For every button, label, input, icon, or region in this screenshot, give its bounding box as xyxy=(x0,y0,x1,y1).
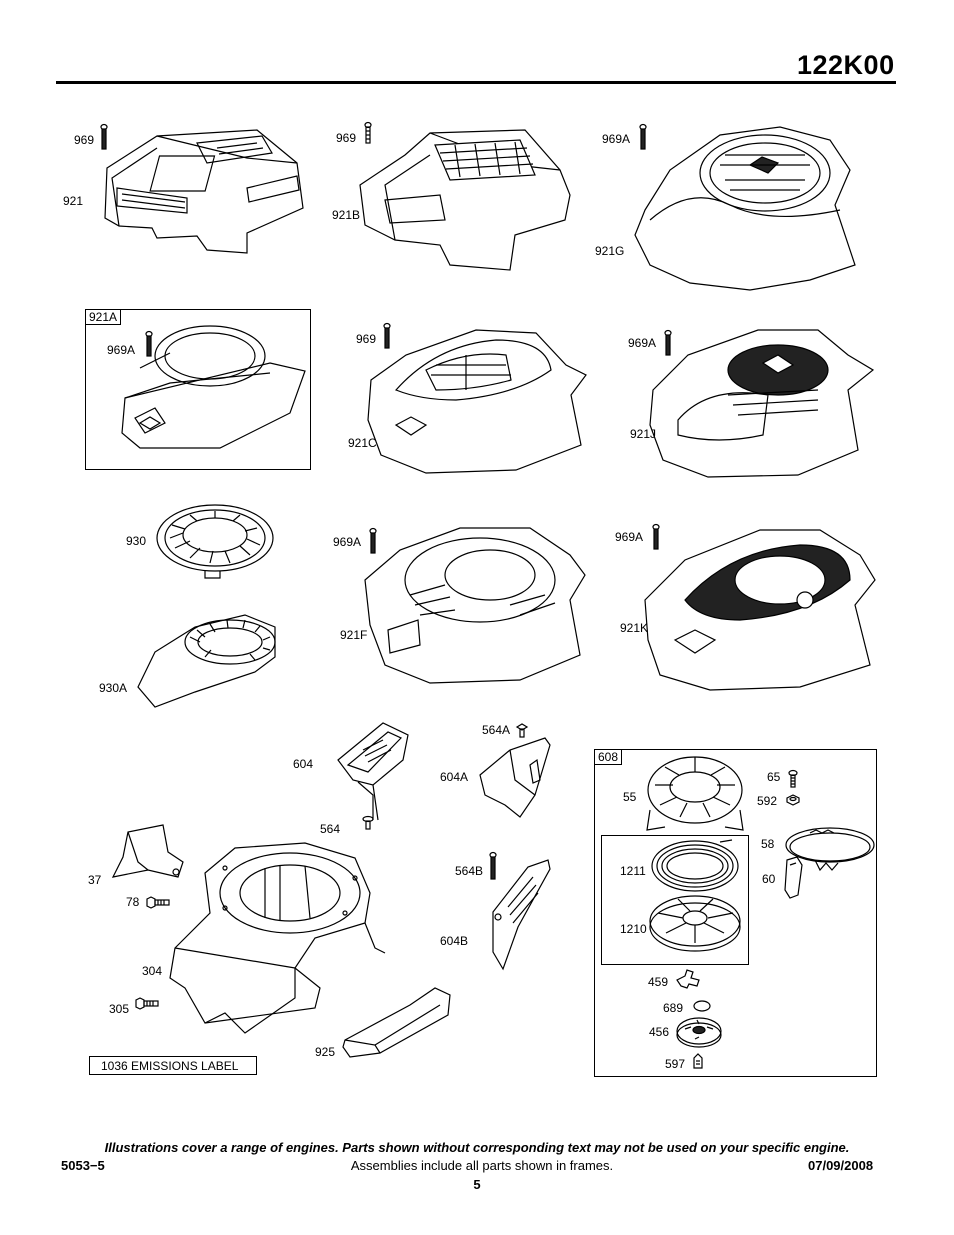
label-969: 969 xyxy=(336,131,357,145)
screw-564-illustration xyxy=(362,815,374,830)
frame-pulley-spring xyxy=(601,835,749,965)
label-930A: 930A xyxy=(99,681,128,695)
label-921C: 921C xyxy=(348,436,377,450)
label-921: 921 xyxy=(63,194,84,208)
bolt-969-illustration xyxy=(383,322,391,349)
spring-689-illustration xyxy=(693,1000,711,1012)
spring-1211-illustration xyxy=(651,839,739,892)
blower-housing-304-illustration xyxy=(169,842,386,1034)
rotating-screen-930A-illustration xyxy=(137,614,276,708)
label-604: 604 xyxy=(293,757,314,771)
label-969: 969 xyxy=(356,332,377,346)
disclaimer-note: Illustrations cover a range of engines. … xyxy=(104,1140,850,1155)
screw-597-illustration xyxy=(693,1053,703,1069)
label-969A: 969A xyxy=(602,132,631,146)
emissions-label-box xyxy=(89,1056,257,1075)
label-921K: 921K xyxy=(620,621,649,635)
assemblies-note: Assemblies include all parts shown in fr… xyxy=(350,1158,614,1173)
screw-65-illustration xyxy=(788,769,798,788)
frame-tag-921A: 921A xyxy=(85,309,121,325)
frame-921A xyxy=(85,309,311,470)
screw-305-illustration xyxy=(135,997,159,1010)
label-592: 592 xyxy=(757,794,778,808)
blower-cover-921J-illustration xyxy=(649,329,875,478)
handle-60-illustration xyxy=(784,856,803,899)
label-456: 456 xyxy=(649,1025,670,1039)
nut-592-illustration xyxy=(786,794,800,806)
starter-housing-55-illustration xyxy=(646,756,744,831)
label-564: 564 xyxy=(320,822,341,836)
label-969A: 969A xyxy=(615,530,644,544)
label-1210: 1210 xyxy=(620,922,647,936)
frame-tag-608: 608 xyxy=(594,749,622,765)
screw-564A-illustration xyxy=(515,723,529,738)
bolt-969A-illustration xyxy=(369,527,377,554)
label-925: 925 xyxy=(315,1045,336,1059)
pulley-1210-illustration xyxy=(649,895,741,952)
blower-cover-921C-illustration xyxy=(367,329,587,474)
label-305: 305 xyxy=(109,1002,130,1016)
label-564A: 564A xyxy=(482,723,511,737)
blower-cover-921A-illustration xyxy=(121,325,306,449)
blower-cover-921G-illustration xyxy=(634,126,856,291)
label-65: 65 xyxy=(767,770,781,784)
screw-564B-illustration xyxy=(489,851,497,880)
rotating-screen-930-illustration xyxy=(156,504,274,579)
guard-604B-illustration xyxy=(492,859,551,971)
blower-cover-921B-illustration xyxy=(359,129,571,271)
label-604A: 604A xyxy=(440,770,469,784)
rope-58-illustration xyxy=(785,827,875,872)
blower-cover-921K-illustration xyxy=(644,529,876,691)
bolt-969-illustration xyxy=(364,121,372,144)
label-597: 597 xyxy=(665,1057,686,1071)
label-564B: 564B xyxy=(455,864,484,878)
pawl-459-illustration xyxy=(676,969,700,989)
label-459: 459 xyxy=(648,975,669,989)
emissions-label-text: 1036 EMISSIONS LABEL xyxy=(101,1059,239,1073)
bolt-969A-illustration xyxy=(145,330,153,357)
label-60: 60 xyxy=(762,872,776,886)
label-55: 55 xyxy=(623,790,637,804)
label-921F: 921F xyxy=(340,628,368,642)
bolt-969A-illustration xyxy=(639,123,647,150)
bolt-969-illustration xyxy=(100,123,108,150)
bolt-969A-illustration xyxy=(652,523,660,550)
label-304: 304 xyxy=(142,964,163,978)
guard-604A-illustration xyxy=(479,737,551,818)
revision-date: 07/09/2008 xyxy=(808,1158,874,1173)
label-78: 78 xyxy=(126,895,140,909)
screw-78-illustration xyxy=(146,896,170,909)
label-37: 37 xyxy=(88,873,102,887)
label-969: 969 xyxy=(74,133,95,147)
cover-925-illustration xyxy=(342,987,451,1058)
blower-cover-921F-illustration xyxy=(364,527,586,684)
header-rule xyxy=(56,81,896,84)
label-930: 930 xyxy=(126,534,147,548)
model-number-title: 122K00 xyxy=(797,50,895,80)
retainer-456-illustration xyxy=(676,1017,722,1048)
label-921J: 921J xyxy=(630,427,657,441)
label-689: 689 xyxy=(663,1001,684,1015)
label-969A: 969A xyxy=(628,336,657,350)
guard-604-illustration xyxy=(337,722,409,821)
label-921B: 921B xyxy=(332,208,361,222)
label-921G: 921G xyxy=(595,244,625,258)
label-604B: 604B xyxy=(440,934,469,948)
blower-cover-921-illustration xyxy=(104,129,304,254)
page-number: 5 xyxy=(473,1177,481,1192)
label-969A: 969A xyxy=(333,535,362,549)
label-1211: 1211 xyxy=(620,864,646,878)
label-969A: 969A xyxy=(107,343,136,357)
frame-608 xyxy=(594,749,877,1077)
baffle-37-illustration xyxy=(111,824,184,878)
document-number: 5053−5 xyxy=(61,1158,105,1173)
bolt-969A-illustration xyxy=(664,329,672,356)
label-58: 58 xyxy=(761,837,775,851)
